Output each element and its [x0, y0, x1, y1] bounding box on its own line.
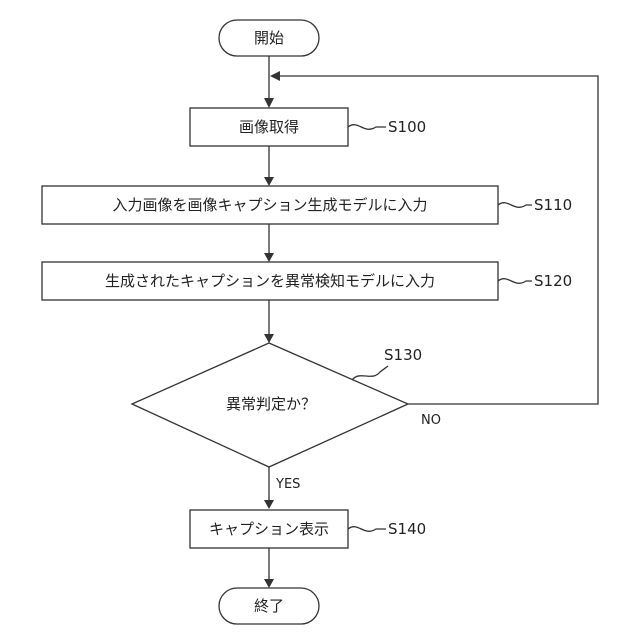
step-s120: 生成されたキャプションを異常検知モデルに入力 S120 — [42, 262, 572, 300]
arrowhead-s120 — [264, 253, 274, 262]
decision-s130: 異常判定か？ S130 — [132, 343, 422, 467]
step-s100: 画像取得 S100 — [190, 108, 426, 146]
arrowhead-end — [264, 579, 274, 588]
start-terminal-label: 開始 — [254, 29, 284, 47]
arrowhead-s110 — [264, 177, 274, 186]
decision-s130-leader — [352, 366, 388, 380]
step-s140-label: キャプション表示 — [209, 520, 329, 538]
step-s100-leader — [348, 125, 386, 130]
loop-back-arrowhead — [270, 71, 280, 81]
no-branch-label: NO — [421, 413, 441, 428]
end-terminal: 終了 — [219, 588, 319, 624]
step-s140-id: S140 — [388, 520, 426, 538]
step-s140-leader — [348, 527, 386, 532]
arrowhead-s130 — [264, 334, 274, 343]
decision-s130-id: S130 — [384, 346, 422, 364]
end-terminal-label: 終了 — [254, 597, 284, 615]
step-s120-id: S120 — [534, 272, 572, 290]
step-s110-label: 入力画像を画像キャプション生成モデルに入力 — [112, 196, 427, 214]
yes-branch-label: YES — [275, 477, 300, 492]
step-s110: 入力画像を画像キャプション生成モデルに入力 S110 — [42, 186, 572, 224]
step-s100-id: S100 — [388, 118, 426, 136]
arrowhead-s100 — [264, 98, 274, 108]
step-s100-label: 画像取得 — [239, 118, 299, 136]
decision-s130-label: 異常判定か？ — [226, 395, 316, 413]
step-s140: キャプション表示 S140 — [190, 510, 426, 548]
arrowhead-s140 — [264, 500, 274, 509]
step-s120-leader — [498, 279, 532, 284]
step-s120-label: 生成されたキャプションを異常検知モデルに入力 — [105, 272, 435, 290]
step-s110-leader — [498, 203, 532, 208]
step-s110-id: S110 — [534, 196, 572, 214]
start-terminal: 開始 — [219, 20, 319, 56]
